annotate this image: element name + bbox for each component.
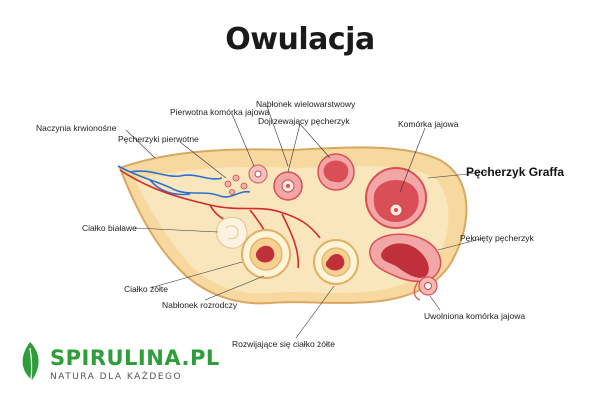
label-corpus-luteum: Ciałko żółte [124, 284, 168, 294]
label-released-oocyte: Uwolniona komórka jajowa [424, 311, 526, 321]
primary-follicle [248, 164, 268, 184]
maturing-follicle-2 [317, 153, 355, 191]
label-ruptured-follicle: Pęknięty pęcherzyk [460, 233, 534, 243]
blue-vessels [117, 165, 251, 198]
label-primordial-follicles: Pęcherzyki pierwotne [118, 134, 199, 144]
developing-corpus-luteum [313, 239, 359, 285]
released-egg [413, 276, 438, 301]
page-title: Owulacja [225, 22, 375, 57]
maturing-follicle-1 [273, 171, 303, 201]
label-oocyte: Komórka jajowa [398, 119, 459, 129]
leader-lines [125, 105, 489, 339]
label-corpus-albicans: Ciałko białawe [82, 223, 137, 233]
label-germinal-epithelium: Nabłonek rozrodczy [162, 300, 238, 310]
ruptured-follicle [369, 233, 442, 283]
label-maturing-follicle: Dojrzewający pęcherzyk [258, 116, 350, 126]
brand-tagline: NATURA DLA KAŻDEGO [50, 372, 183, 382]
label-primary-oocyte: Pierwotna komórka jajowa [170, 107, 270, 117]
leaf-icon [22, 342, 39, 381]
corpus-luteum [241, 229, 291, 279]
corpus-albicans [215, 216, 248, 249]
label-blood-vessels: Naczynia krwionośne [36, 123, 117, 133]
label-graafian-follicle: Pęcherzyk Graffa [466, 165, 565, 179]
primordial-follicles [224, 174, 248, 195]
label-stratified-epithelium: Nabłonek wielowarstwowy [256, 99, 356, 109]
brand-name: SPIRULINA.PL [50, 346, 220, 370]
label-developing-corpus-luteum: Rozwijające się ciałko żółte [232, 339, 335, 349]
graafian-follicle [365, 167, 427, 229]
brand-logo: SPIRULINA.PL NATURA DLA KAŻDEGO [16, 340, 219, 390]
